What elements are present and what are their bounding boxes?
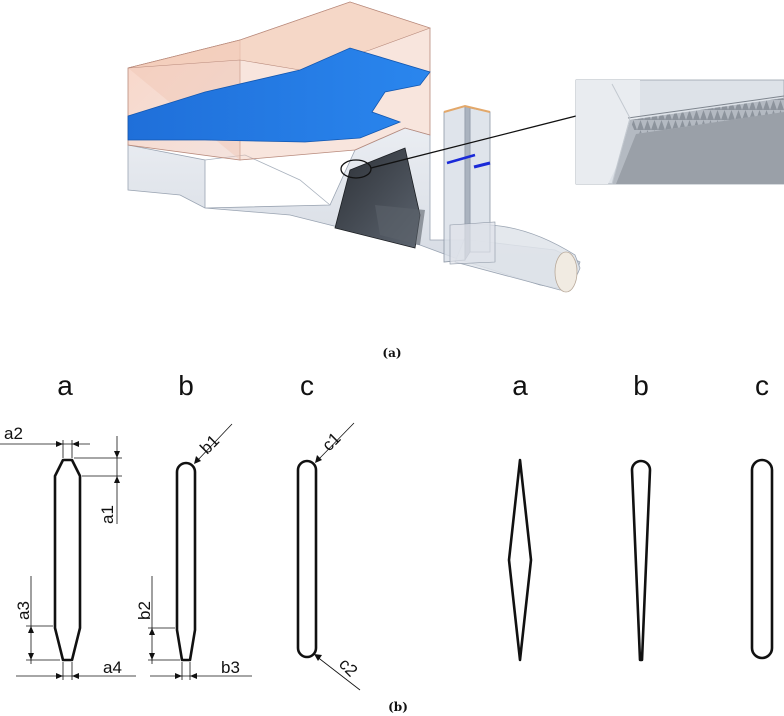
- profile-b-label: b: [178, 370, 194, 401]
- dim-c1-label: c1: [318, 429, 344, 455]
- gate-plate-shadow: [375, 205, 425, 245]
- water-surface: [127, 47, 431, 143]
- profile-right-b-label: b: [633, 370, 649, 401]
- dim-c2-label: c2: [335, 654, 361, 680]
- profile-right-a-drawing: [507, 458, 533, 662]
- outlet-pipe-end: [554, 251, 578, 293]
- water-level-marker: [473, 161, 491, 169]
- dim-a3-label: a3: [14, 601, 33, 620]
- channel-floor: [204, 154, 331, 206]
- dim-a4-label: a4: [103, 658, 122, 677]
- dim-b2-label: b2: [135, 601, 154, 620]
- profile-right-c-drawing: [750, 458, 774, 660]
- detail-inset: [575, 79, 784, 185]
- profile-a-label: a: [57, 370, 73, 401]
- detail-callout-ellipse: [340, 159, 372, 179]
- profile-b-drawing: b1 b2 b3: [135, 423, 252, 680]
- profile-right-c-label: c: [755, 370, 769, 401]
- dim-b1-label: b1: [196, 431, 223, 458]
- panel-a-3d-model: (a): [127, 1, 784, 360]
- caption-a: (a): [382, 346, 401, 360]
- profile-c-label: c: [300, 370, 314, 401]
- profile-a-drawing: a2 a1 a3 a4: [0, 424, 136, 680]
- water-level-marker: [446, 153, 476, 165]
- profile-c-drawing: c1 c2: [296, 422, 361, 691]
- panel-b-profiles: a b c a2 a1 a3: [0, 370, 774, 714]
- caption-b: (b): [388, 700, 408, 714]
- profile-right-b-drawing: [630, 459, 652, 662]
- dim-a2-label: a2: [4, 424, 23, 443]
- measuring-columns: [443, 104, 496, 265]
- dim-b3-label: b3: [221, 658, 240, 677]
- dim-a1-label: a1: [98, 505, 117, 524]
- profile-right-a-label: a: [512, 370, 528, 401]
- detail-callout-line: [370, 115, 577, 169]
